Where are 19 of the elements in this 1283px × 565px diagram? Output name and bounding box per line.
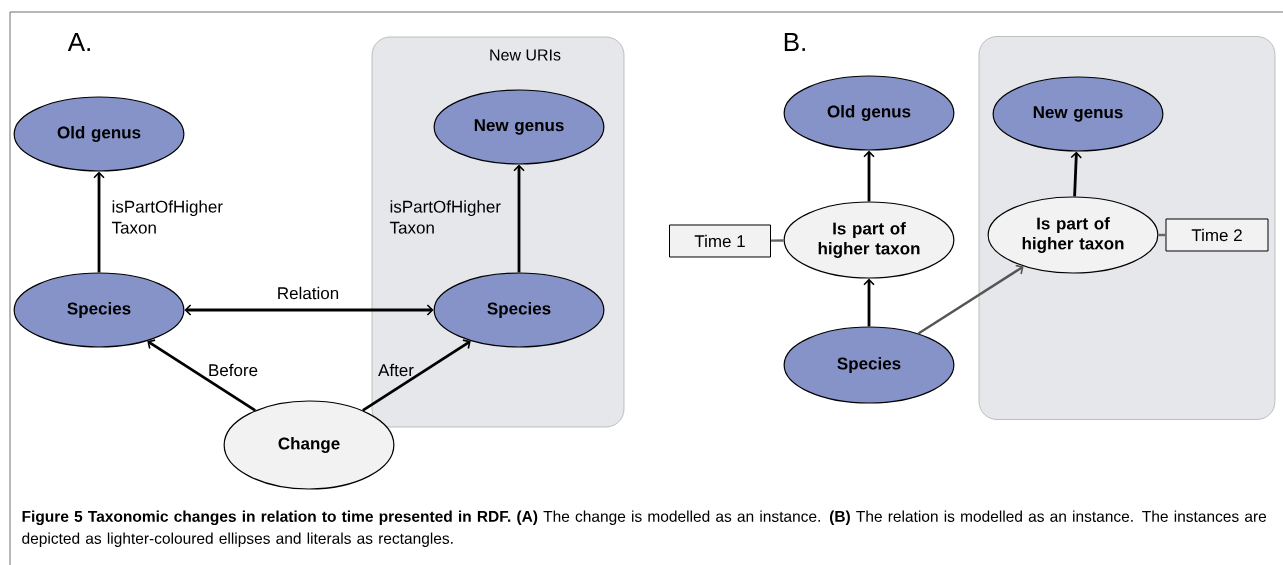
arrow [863,278,875,327]
arrow [1070,151,1082,197]
arrow [917,264,1024,335]
arrow [362,339,471,412]
arrow [184,304,434,316]
edge-label: Relation [278,286,339,300]
edge-label: isPartOfHigher Taxon [389,200,501,234]
literal-box: Time 1 [669,224,771,258]
edge-label: Before [209,363,258,377]
edge-label: isPartOfHigher Taxon [111,200,223,234]
arrow [513,164,525,273]
caption: Figure 5 Taxonomic changes in relation to time presented in RDF. (A) The change is modelled as an instance. (B) The relation is modelled as an instance. The instances are depicted as lighter-coloured ellipses and literals as rectangles. [22,510,1267,547]
edge-label: After [378,363,414,377]
arrow [93,171,105,273]
panel-letter: B. [784,33,805,51]
literal-box: Time 2 [1165,218,1269,252]
arrow [147,339,256,412]
panel-letter: A. [67,33,90,51]
arrow [863,150,875,202]
